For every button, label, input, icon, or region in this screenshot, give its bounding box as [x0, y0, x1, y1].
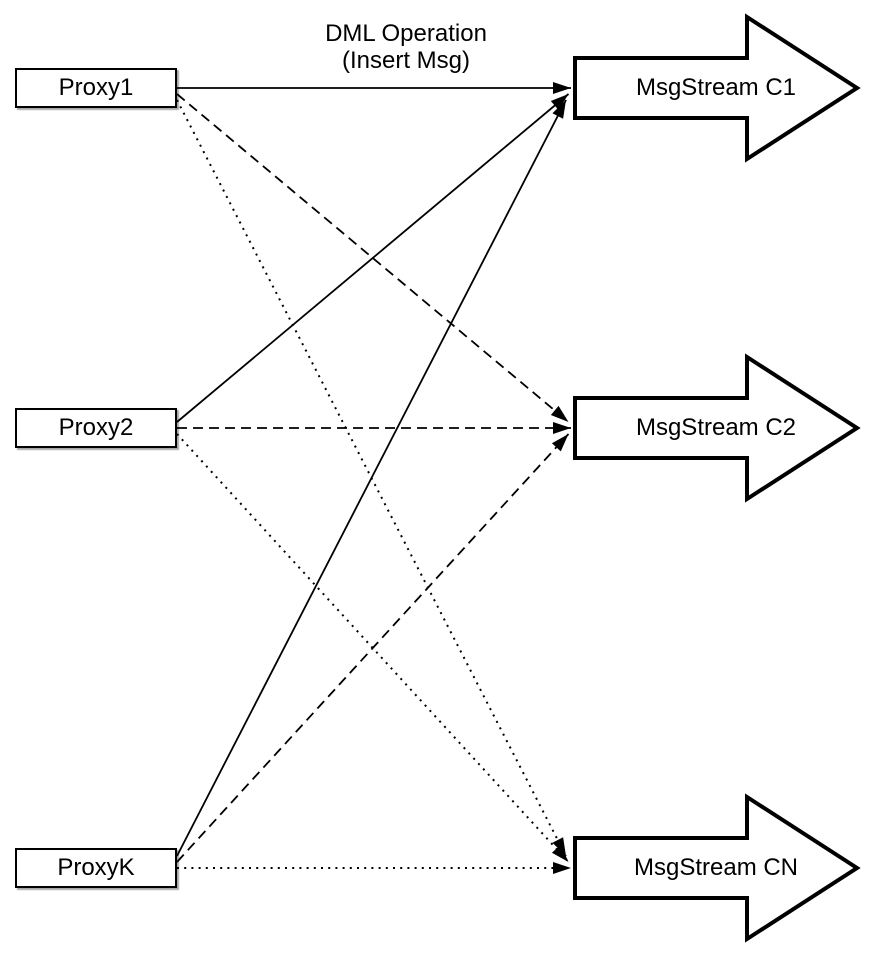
proxy2-box: Proxy2 — [15, 408, 177, 448]
proxyk-label: ProxyK — [57, 854, 135, 881]
edge-proxy1-msgstream-c2 — [176, 93, 570, 423]
msgstream-arrow-cn — [573, 793, 861, 943]
proxy1-label: Proxy1 — [58, 74, 134, 101]
edge-lines — [176, 82, 571, 874]
msgstream-cn-label: MsgStream CN — [633, 854, 799, 881]
msgstream-c1-label: MsgStream C1 — [635, 74, 797, 101]
edge-proxyk-msgstream-c2 — [176, 433, 570, 863]
edge-proxy1-msgstream-cn — [176, 99, 567, 857]
proxy2-label: Proxy2 — [58, 414, 134, 441]
proxyk-box: ProxyK — [15, 848, 177, 888]
diagram-title: DML Operation (Insert Msg) — [246, 20, 566, 74]
title-line-1: DML Operation — [325, 20, 487, 47]
msgstream-c2-label: MsgStream C2 — [635, 414, 797, 441]
msgstream-arrow-c1 — [573, 13, 861, 163]
edge-proxy2-msgstream-cn — [176, 433, 570, 863]
msgstream-shapes — [573, 13, 861, 943]
proxy1-box: Proxy1 — [15, 68, 177, 108]
edge-proxy2-msgstream-c1 — [176, 93, 570, 423]
title-line-2: (Insert Msg) — [341, 47, 470, 74]
msgstream-arrow-c2 — [573, 353, 861, 503]
